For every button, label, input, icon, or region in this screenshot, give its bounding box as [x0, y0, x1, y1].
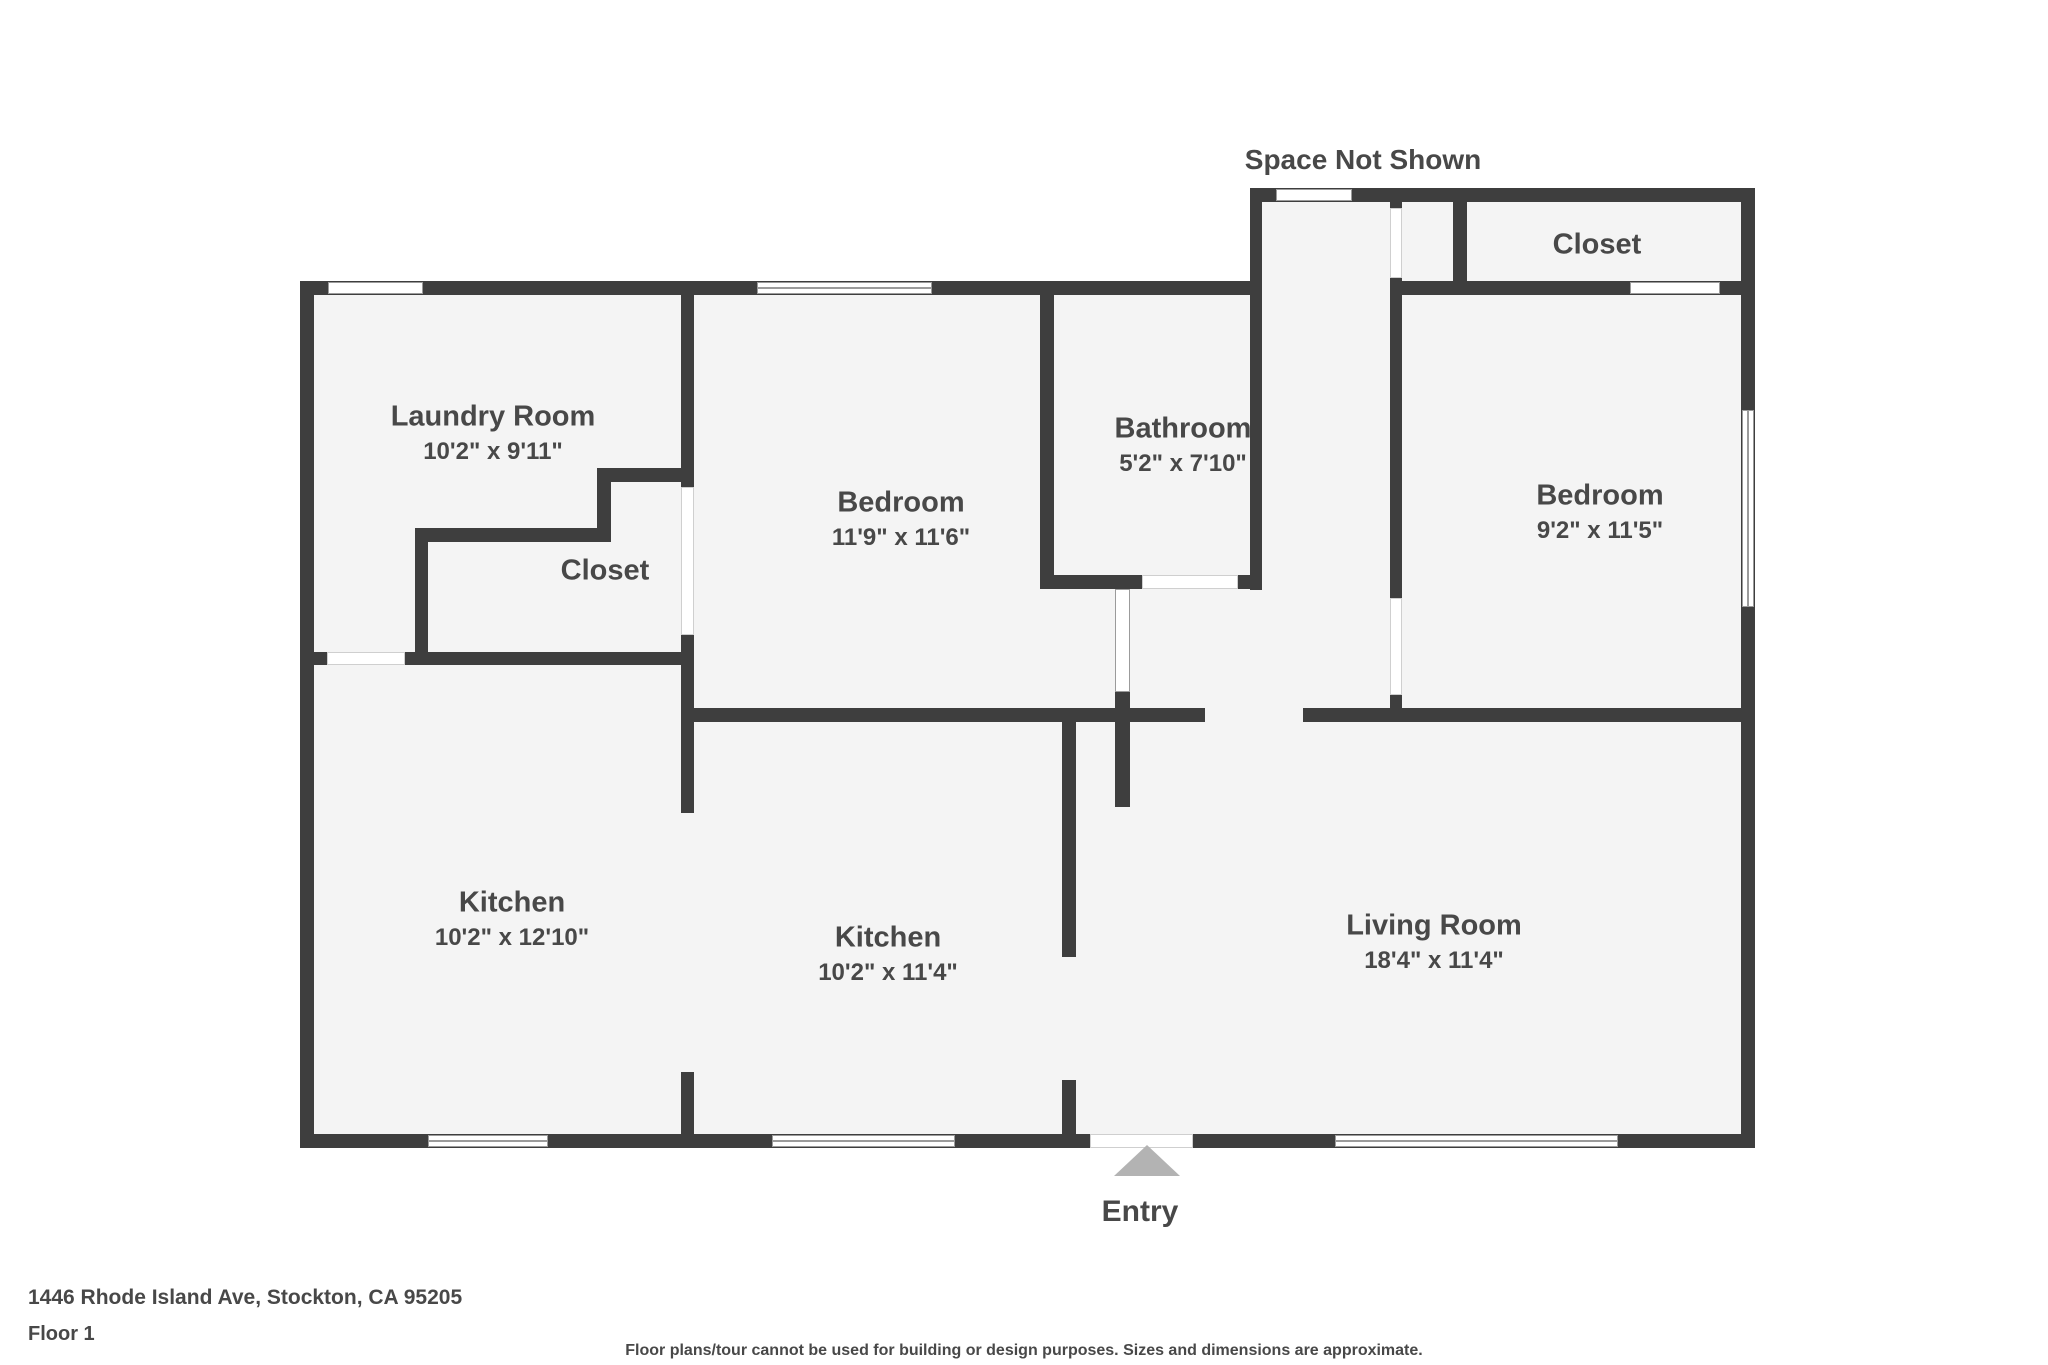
left-closet-label: Closet	[560, 554, 650, 587]
wall-closet-top	[415, 528, 611, 542]
bedroom-right-door-opening	[1390, 598, 1402, 695]
living-room-label: Living Room	[1346, 909, 1522, 942]
wall-middle-right-segment	[1303, 708, 1755, 722]
bathroom-dims: 5'2" x 7'10"	[1119, 450, 1247, 477]
kitchen-left-label: Kitchen	[458, 886, 566, 919]
living-room-dims: 18'4" x 11'4"	[1364, 947, 1504, 974]
living-room-window	[1335, 1135, 1618, 1147]
wall-closet-step	[597, 468, 611, 542]
bedroom-right-window	[1742, 410, 1754, 607]
bedroom-middle-window	[757, 282, 932, 294]
wall-closet-left	[415, 528, 428, 665]
bedroom-middle-dims: 11'9" x 11'6"	[831, 524, 971, 551]
wall-right	[1741, 188, 1755, 1148]
kitchen-left-window	[428, 1135, 548, 1147]
bathroom-label: Bathroom	[1114, 412, 1252, 445]
laundry-dims: 10'2" x 9'11"	[423, 438, 563, 465]
wall-kitchen-living-stub	[1062, 708, 1076, 957]
bathroom-door-opening	[1142, 575, 1238, 589]
bathroom-door-leaf	[1115, 589, 1130, 692]
laundry-door-opening	[327, 652, 405, 665]
wall-upper-extension-top	[1250, 188, 1755, 202]
left-closet-door-opening	[681, 487, 694, 635]
laundry-window	[328, 282, 423, 294]
wall-hall-left	[1250, 188, 1262, 590]
wall-hall-right	[1390, 188, 1402, 722]
disclaimer-text: Floor plans/tour cannot be used for buil…	[625, 1342, 1423, 1359]
entry-arrow-icon	[1114, 1145, 1180, 1176]
wall-bathroom-left	[1040, 295, 1054, 589]
wall-left	[300, 281, 314, 1148]
space-not-shown-label: Space Not Shown	[1244, 144, 1482, 175]
wall-closet-notch-top	[597, 468, 694, 482]
kitchen-middle-label: Kitchen	[834, 921, 942, 954]
wall-kitchen-bottom-stub	[681, 1072, 694, 1134]
top-closet-opening	[1630, 282, 1720, 294]
floor-space-not-shown	[1256, 195, 1396, 295]
laundry-label: Laundry Room	[390, 400, 596, 433]
space-not-shown-window	[1276, 189, 1352, 201]
hall-top-door-opening	[1390, 208, 1402, 278]
kitchen-middle-window	[772, 1135, 955, 1147]
bedroom-middle-label: Bedroom	[837, 486, 965, 519]
top-closet-label: Closet	[1552, 228, 1642, 261]
wall-top-closet-left	[1453, 202, 1467, 295]
entry-label: Entry	[1101, 1195, 1179, 1228]
wall-entry-bottom-stub	[1062, 1080, 1076, 1134]
kitchen-left-dims: 10'2" x 12'10"	[434, 924, 590, 951]
bedroom-right-dims: 9'2" x 11'5"	[1536, 517, 1664, 544]
floor-number-text: Floor 1	[28, 1323, 95, 1345]
address-text: 1446 Rhode Island Ave, Stockton, CA 9520…	[28, 1286, 463, 1309]
kitchen-middle-dims: 10'2" x 11'4"	[818, 959, 958, 986]
bedroom-right-label: Bedroom	[1536, 479, 1664, 512]
wall-hall-kitchen-stub	[1115, 692, 1130, 807]
